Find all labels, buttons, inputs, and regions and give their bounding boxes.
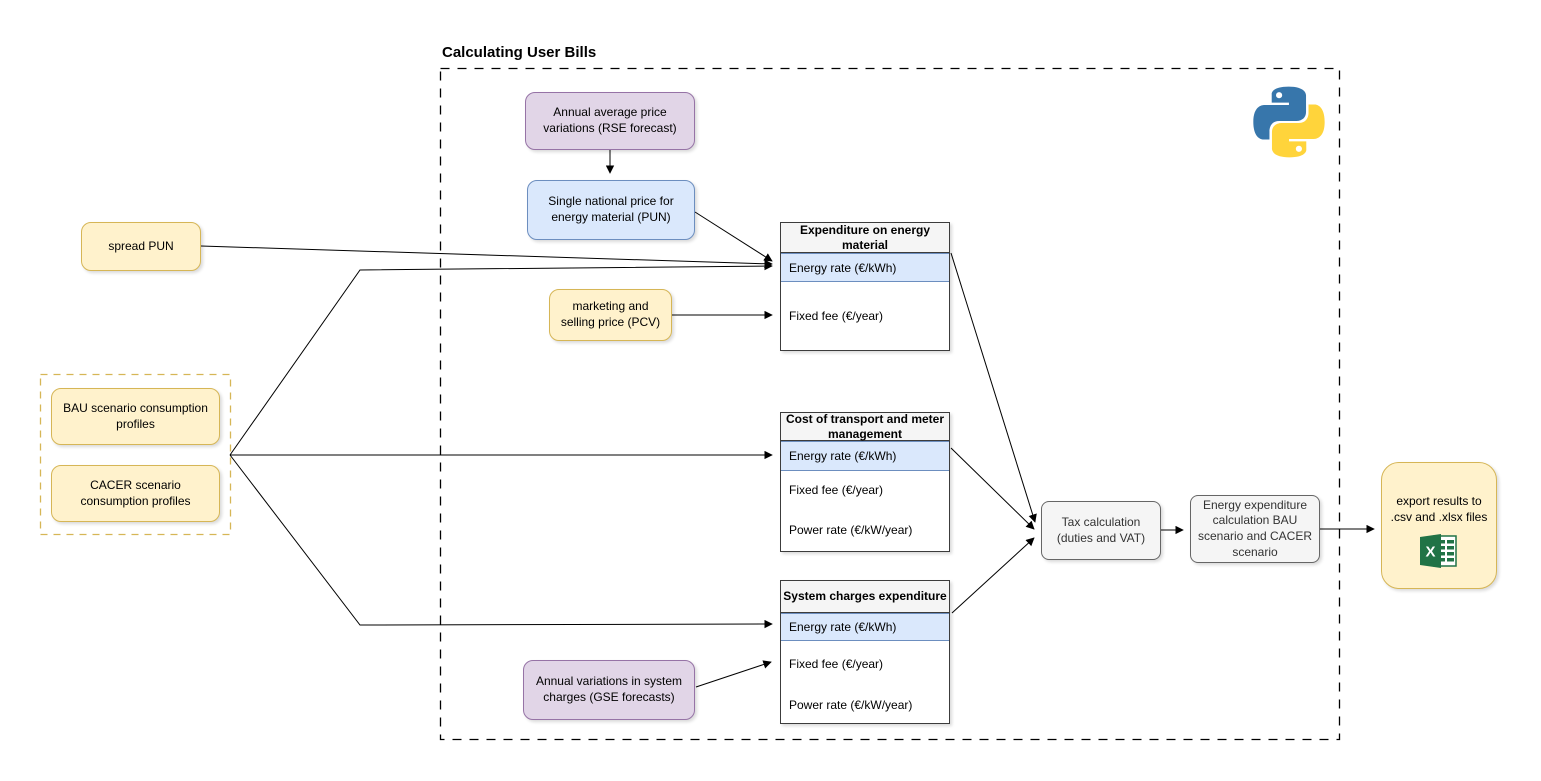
node-pcv-label: marketing and selling price (PCV) xyxy=(560,299,661,329)
table-header: Expenditure on energy material xyxy=(781,223,949,253)
arrow-spread-pun-to-energy-rate xyxy=(200,245,773,269)
table-row-power-rate[interactable]: Power rate (€/kW/year) xyxy=(781,509,949,551)
node-rse-forecast[interactable]: Annual average price variations (RSE for… xyxy=(525,92,695,150)
arrow-profiles-to-system-charges-table xyxy=(229,454,773,629)
arrow-pun-to-energy-rate xyxy=(694,211,773,262)
node-export-results[interactable]: export results to .csv and .xlsx files X xyxy=(1381,462,1497,589)
python-logo-icon xyxy=(1253,86,1325,158)
excel-icon: X xyxy=(1420,534,1457,569)
node-cacer-profiles[interactable]: CACER scenario consumption profiles xyxy=(51,465,220,522)
node-cacer-profiles-label: CACER scenario consumption profiles xyxy=(80,477,191,508)
node-tax-calculation[interactable]: Tax calculation (duties and VAT) xyxy=(1041,501,1161,560)
node-tax-calculation-label: Tax calculation (duties and VAT) xyxy=(1056,514,1146,545)
arrow-profiles-to-expenditure-table xyxy=(229,261,773,456)
python-script-boundary xyxy=(439,67,1341,741)
table-header: Cost of transport and meter management xyxy=(781,412,949,441)
node-energy-expenditure-calculation[interactable]: Energy expenditure calculation BAU scena… xyxy=(1190,495,1320,563)
arrow-system-charges-to-tax xyxy=(951,537,1035,614)
arrow-transport-to-tax xyxy=(950,447,1035,530)
node-pcv[interactable]: marketing and selling price (PCV) xyxy=(549,289,672,341)
table-transport-meter-management[interactable]: Cost of transport and meter management E… xyxy=(780,412,950,552)
node-gse-forecast[interactable]: Annual variations in system charges (GSE… xyxy=(523,660,695,720)
arrow-expenditure-to-tax xyxy=(950,252,1037,523)
node-pun-label: Single national price for energy materia… xyxy=(548,194,674,224)
table-row-fixed-fee[interactable]: Fixed fee (€/year) xyxy=(781,641,949,686)
node-energy-expenditure-calculation-label: Energy expenditure calculation BAU scena… xyxy=(1197,497,1313,559)
node-bau-profiles-label: BAU scenario consumption profiles xyxy=(63,400,208,431)
node-pun[interactable]: Single national price for energy materia… xyxy=(527,180,695,240)
table-row-energy-rate[interactable]: Energy rate (€/kWh) xyxy=(781,441,949,471)
table-row-power-rate[interactable]: Power rate (€/kW/year) xyxy=(781,686,949,723)
node-rse-forecast-label: Annual average price variations (RSE for… xyxy=(543,105,677,135)
table-system-charges[interactable]: System charges expenditure Energy rate (… xyxy=(780,580,950,724)
node-gse-forecast-label: Annual variations in system charges (GSE… xyxy=(535,674,683,704)
node-export-results-label: export results to .csv and .xlsx files xyxy=(1390,493,1488,524)
table-row-energy-rate[interactable]: Energy rate (€/kWh) xyxy=(781,253,949,282)
diagram-title: Calculating User Bills xyxy=(442,44,597,61)
node-spread-pun[interactable]: spread PUN xyxy=(81,222,201,271)
table-row-fixed-fee[interactable]: Fixed fee (€/year) xyxy=(781,471,949,509)
table-row-energy-rate[interactable]: Energy rate (€/kWh) xyxy=(781,613,949,641)
table-expenditure-energy-material[interactable]: Expenditure on energy material Energy ra… xyxy=(780,222,950,351)
node-bau-profiles[interactable]: BAU scenario consumption profiles xyxy=(51,388,220,445)
svg-text:X: X xyxy=(1425,544,1435,561)
node-spread-pun-label: spread PUN xyxy=(108,238,174,253)
arrow-gse-to-fixed-fee xyxy=(695,660,772,688)
consumption-profiles-group xyxy=(39,373,232,536)
table-row-fixed-fee[interactable]: Fixed fee (€/year) xyxy=(781,282,949,350)
table-header: System charges expenditure xyxy=(781,581,949,613)
